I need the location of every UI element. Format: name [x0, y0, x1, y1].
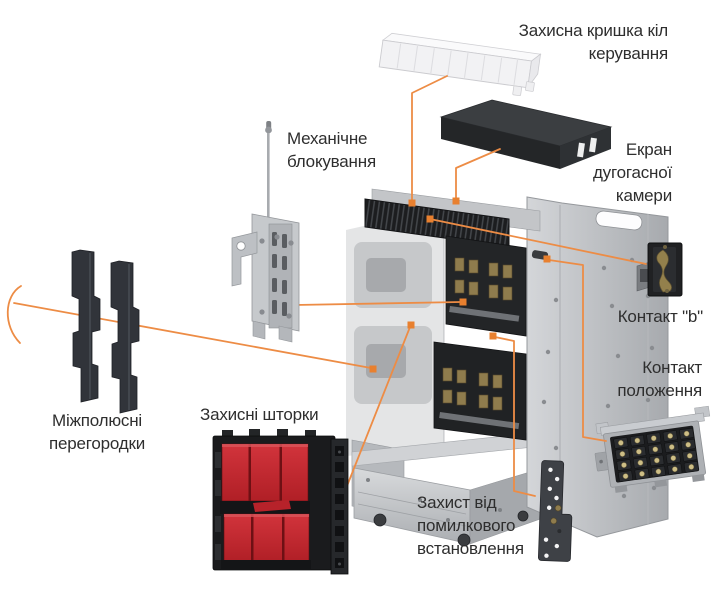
label-line: керування: [588, 44, 669, 63]
attachment-marker: [426, 215, 434, 223]
leader-partitions-brace: [6, 285, 22, 344]
label-protective-shutters: Захисні шторки: [200, 403, 319, 426]
attachment-marker: [489, 332, 497, 340]
leader-mechanical-interlock: [294, 301, 462, 306]
contact-b-part: [636, 242, 683, 297]
attachment-marker: [543, 255, 551, 263]
label-arc-chamber-screen: Екран дугогасної камери: [593, 138, 672, 207]
attachment-marker: [369, 365, 377, 373]
label-line: дугогасної: [592, 163, 672, 182]
attachment-marker: [407, 321, 415, 329]
label-line: Міжполюсні: [52, 411, 142, 430]
leader-contact-b: [429, 218, 647, 265]
interpole-partitions-part: [71, 249, 140, 414]
label-mechanical-interlock: Механічне блокування: [287, 127, 376, 173]
position-contact-part: [594, 405, 711, 493]
label-line: Контакт "b": [617, 307, 703, 326]
misinstall-bracket-part: [538, 460, 573, 562]
label-contact-b: Контакт "b": [618, 305, 703, 328]
leader-arc-screen: [455, 148, 501, 199]
control-cover-part: [378, 32, 542, 97]
leader-interpole-partitions: [13, 302, 372, 369]
label-line: встановлення: [417, 539, 524, 558]
arc-screen-part: [439, 99, 613, 169]
leader-protective-shutters: [346, 326, 411, 487]
leader-lines: [6, 75, 647, 497]
label-line: блокування: [287, 152, 376, 171]
protective-shutters-part: [212, 429, 349, 575]
mechanical-interlock-part: [231, 121, 300, 343]
label-line: положення: [617, 381, 702, 400]
label-position-contact: Контакт положення: [617, 356, 702, 402]
attachment-marker: [459, 298, 467, 306]
label-line: Захисна кришка кіл: [518, 21, 669, 40]
attachment-marker: [408, 199, 416, 207]
label-control-cover: Захисна кришка кіл керування: [518, 19, 669, 65]
label-line: Захисні шторки: [200, 405, 319, 424]
label-line: Механічне: [287, 129, 368, 148]
leader-control-cover: [411, 75, 448, 201]
label-line: Контакт: [642, 358, 702, 377]
label-interpole-partitions: Міжполюсні перегородки: [40, 409, 154, 455]
label-misinstallation-protection: Захист від помилкового встановлення: [417, 491, 524, 560]
leader-position-contact: [548, 259, 607, 442]
label-line: перегородки: [48, 434, 146, 453]
label-line: Екран: [625, 140, 672, 159]
label-line: Захист від: [417, 493, 497, 512]
label-line: помилкового: [417, 516, 516, 535]
attachment-marker: [452, 197, 460, 205]
attachment-markers: [369, 197, 551, 373]
label-line: камери: [615, 186, 672, 205]
leader-misinstall-bracket: [494, 336, 536, 497]
